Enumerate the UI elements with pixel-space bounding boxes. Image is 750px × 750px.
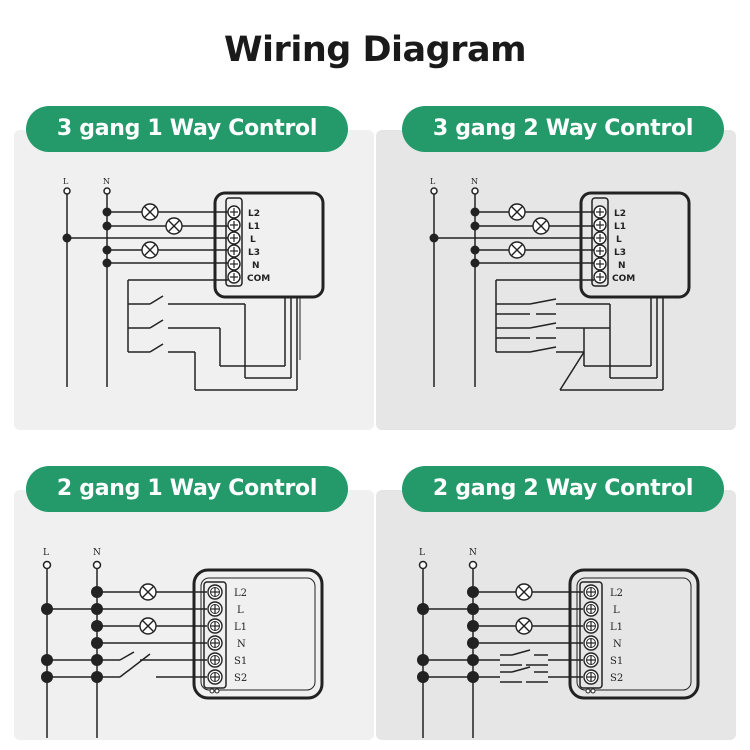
p1-term-2: L bbox=[250, 235, 256, 245]
p1-term-5: COM bbox=[247, 274, 270, 284]
p3-term-5: S2 bbox=[234, 673, 247, 684]
p1-nodes bbox=[62, 207, 112, 268]
p3-nodes bbox=[41, 586, 103, 683]
p4-supply-n: N bbox=[469, 548, 477, 558]
p2-supply-l: L bbox=[430, 177, 436, 186]
panel-title-3gang-2way: 3 gang 2 Way Control bbox=[402, 106, 724, 152]
p2-term-4: N bbox=[618, 261, 626, 271]
p3-term-3: N bbox=[237, 639, 246, 650]
diagram-2gang-1way bbox=[42, 560, 324, 738]
p4-term-5: S2 bbox=[610, 673, 623, 684]
p1-supply-n: N bbox=[103, 177, 110, 186]
p3-term-0: L2 bbox=[234, 588, 247, 599]
p1-term-3: L3 bbox=[248, 248, 260, 258]
diagram-3gang-1way bbox=[63, 187, 325, 391]
p2-term-1: L1 bbox=[614, 222, 626, 232]
p2-term-0: L2 bbox=[614, 209, 626, 219]
p1-term-0: L2 bbox=[248, 209, 260, 219]
p4-term-1: L bbox=[613, 605, 620, 616]
diagram-2gang-2way bbox=[418, 560, 700, 738]
p1-term-1: L1 bbox=[248, 222, 260, 232]
p2-nodes bbox=[429, 207, 480, 268]
p3-term-2: L1 bbox=[234, 622, 247, 633]
p4-supply-l: L bbox=[419, 548, 425, 558]
p3-term-1: L bbox=[237, 605, 244, 616]
page-title: Wiring Diagram bbox=[223, 30, 527, 70]
panel-title-2gang-2way: 2 gang 2 Way Control bbox=[402, 466, 724, 512]
p2-term-2: L bbox=[616, 235, 622, 245]
p2-supply-n: N bbox=[471, 177, 478, 186]
p2-term-5: COM bbox=[612, 274, 635, 284]
p3-supply-l: L bbox=[43, 548, 49, 558]
p4-term-4: S1 bbox=[610, 656, 623, 667]
diagram-3gang-2way bbox=[430, 187, 691, 391]
p4-term-3: N bbox=[613, 639, 622, 650]
p1-term-4: N bbox=[252, 261, 260, 271]
panel-title-2gang-1way: 2 gang 1 Way Control bbox=[26, 466, 348, 512]
p3-supply-n: N bbox=[93, 548, 101, 558]
panel-title-3gang-1way: 3 gang 1 Way Control bbox=[26, 106, 348, 152]
p2-term-3: L3 bbox=[614, 248, 626, 258]
p1-supply-l: L bbox=[63, 177, 69, 186]
p4-term-0: L2 bbox=[610, 588, 623, 599]
p3-term-4: S1 bbox=[234, 656, 247, 667]
p4-nodes bbox=[417, 586, 479, 683]
p4-term-2: L1 bbox=[610, 622, 623, 633]
